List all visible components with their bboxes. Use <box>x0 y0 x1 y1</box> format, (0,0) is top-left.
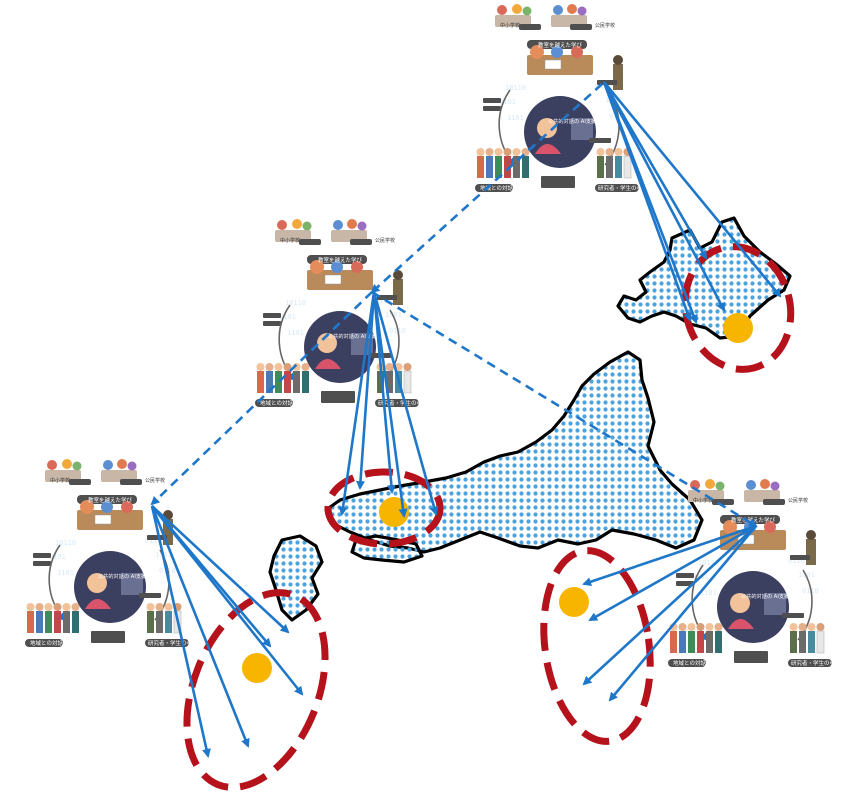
hub-east-top-label: 教室を越えた学び <box>731 516 776 524</box>
arrow-center-2 <box>372 291 396 494</box>
hub-west-bottom-right-label: 研究者・学生の参画 <box>148 639 198 647</box>
hub-east-middle-label: 公共的対話の AI支援システム <box>741 592 810 600</box>
hub-west-bottom-left-label: 地域との対話 <box>30 639 63 647</box>
link-north-center <box>370 83 603 294</box>
hub-east-school-label-2: 公民学校 <box>788 497 808 504</box>
hub-west: 教室を越えた学び 中小学校 公民学校 公共的対話の AI支援システム 地域との対… <box>25 459 198 647</box>
arrow-center-1 <box>356 291 376 490</box>
hub-east-bottom-left-label: 地域との対話 <box>673 659 706 667</box>
honshu-island <box>324 350 704 554</box>
arrow-center-5 <box>372 291 408 518</box>
arrow-west-1 <box>150 505 211 758</box>
kyushu-island <box>268 534 324 622</box>
arrow-center-4 <box>338 291 376 516</box>
hub-center-bottom-right-label: 研究者・学生の参画 <box>378 399 428 407</box>
hub-north-school-label-1: 中小学校 <box>500 22 520 29</box>
region-dot-pacific <box>559 587 589 617</box>
hub-north-bottom-right-label: 研究者・学生の参画 <box>598 184 648 192</box>
region-ring-chugoku <box>324 468 444 548</box>
hub-north-bottom-left-label: 地域との対話 <box>480 184 513 192</box>
fan-arrows <box>150 81 782 758</box>
arrow-west-4 <box>151 505 290 634</box>
arrow-north-4 <box>602 81 726 312</box>
arrow-center-3 <box>372 291 439 516</box>
arrow-north-1 <box>602 81 708 260</box>
hub-center-school-label-1: 中小学校 <box>280 237 300 244</box>
hub-center-school-label-2: 公民学校 <box>375 237 395 244</box>
region-dot-kyushu <box>242 653 272 683</box>
hub-north-middle-label: 公共的対話の AI支援システム <box>548 117 617 125</box>
region-ring-kyushu <box>183 589 329 791</box>
arrow-west-2 <box>150 505 250 748</box>
hub-north-school-label-2: 公民学校 <box>595 22 615 29</box>
hub-west-school-label-1: 中小学校 <box>50 477 70 484</box>
region-dot-hokkaido <box>723 313 753 343</box>
arrow-west-5 <box>151 505 272 648</box>
hub-center-top-label: 教室を越えた学び <box>318 256 363 264</box>
hub-west-top-label: 教室を越えた学び <box>88 496 133 504</box>
hub-east-school-label-1: 中小学校 <box>693 497 713 504</box>
hub-center-middle-label: 公共的対話の AI支援システム <box>328 332 397 340</box>
arrow-east-1 <box>582 524 757 587</box>
arrow-north-2 <box>602 81 782 298</box>
arrow-east-4 <box>608 525 757 702</box>
link-center-west <box>150 291 373 506</box>
hub-west-middle-label: 公共的対話の AI支援システム <box>98 572 167 580</box>
hub-east-bottom-right-label: 研究者・学生の参画 <box>791 659 841 667</box>
hub-center: 教室を越えた学び 中小学校 公民学校 公共的対話の AI支援システム 地域との対… <box>255 219 428 407</box>
arrow-east-3 <box>582 525 757 686</box>
hub-center-bottom-left-label: 地域との対話 <box>260 399 293 407</box>
arrow-north-5 <box>602 81 698 324</box>
region-ring-pacific <box>540 547 654 745</box>
hub-north-top-label: 教室を越えた学び <box>538 41 583 49</box>
inter-hub-links <box>150 83 758 528</box>
arrow-east-2 <box>588 524 757 622</box>
hub-north: 教室を越えた学び 中小学校 公民学校 公共的対話の AI支援システム 地域との対… <box>475 4 648 192</box>
hub-west-school-label-2: 公民学校 <box>145 477 165 484</box>
